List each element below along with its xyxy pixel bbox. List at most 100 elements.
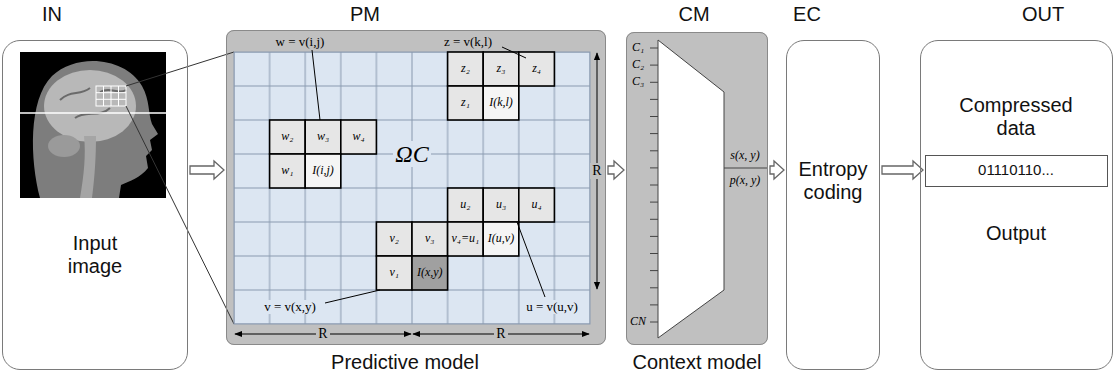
region-label: ΩC	[393, 141, 430, 167]
predictive-model-panel: PMPredictive model	[226, 30, 606, 345]
current-cell	[305, 154, 341, 188]
block-arrow	[770, 161, 784, 179]
cell-label: v₂	[389, 232, 399, 245]
panel-ground	[226, 30, 606, 345]
pixel-grid-line	[96, 99, 126, 100]
context-input-label: C₂	[632, 58, 644, 71]
context-model-panel: CMContext model	[626, 32, 768, 345]
neighbour-cell	[483, 188, 519, 222]
vector-label: u = v(u,v)	[524, 300, 580, 314]
pixel-grid	[234, 52, 590, 324]
neighbour-cell	[270, 154, 306, 188]
leader-line	[312, 50, 320, 120]
cell-label: w₂	[281, 130, 293, 143]
neighbour-cell	[448, 222, 484, 256]
neighbour-cell	[341, 120, 377, 154]
neighbour-cell	[270, 120, 306, 154]
cell-label: z₂	[461, 62, 470, 75]
slice-line	[20, 112, 166, 114]
dimension-label: R	[590, 163, 603, 178]
cell-label: w₁	[281, 164, 293, 177]
pixel-grid	[96, 86, 126, 106]
context-output-label: s(x, y)	[730, 149, 759, 162]
panel-caption: Predictive model	[295, 351, 515, 374]
panel-ground	[626, 32, 768, 345]
cell-label: u₂	[460, 198, 470, 211]
neighbour-cell	[412, 222, 448, 256]
cerebellum	[48, 135, 80, 157]
bitstream-text: 01110110...	[931, 161, 1101, 178]
block-arrow	[608, 161, 624, 179]
block-arrow	[882, 161, 923, 179]
dimension-label: R	[316, 326, 329, 341]
column-heading: OUT	[998, 3, 1088, 26]
cell-label: z₁	[461, 96, 470, 109]
cell-label: v₁	[389, 266, 399, 279]
neighbour-cells	[270, 52, 555, 290]
leader-line	[325, 290, 380, 303]
leader-line	[502, 47, 526, 58]
vector-label: w = v(i,j)	[276, 35, 325, 49]
cell-label: w₄	[353, 130, 365, 143]
panel-caption: Compressed data	[946, 94, 1086, 140]
vector-label: z = v(k,l)	[444, 35, 492, 49]
column-heading: IN	[12, 3, 92, 26]
cell-label: z₄	[532, 62, 541, 75]
leader-line	[517, 222, 545, 297]
vector-label: v = v(x,y)	[262, 300, 318, 314]
zoom-line	[126, 52, 234, 86]
entropy-coding-panel: ECEntropy coding	[786, 40, 880, 370]
target-cell	[412, 256, 448, 290]
neighbour-cell	[376, 256, 412, 290]
mri-image	[20, 52, 166, 198]
cell-label: u₃	[496, 198, 506, 211]
context-input-label: CN	[630, 315, 646, 328]
brain	[44, 70, 136, 142]
cell-label: z₃	[497, 62, 506, 75]
brainstem	[80, 136, 96, 198]
neighbour-cell	[305, 120, 341, 154]
dimension-label: R	[494, 326, 507, 341]
pixel-grid-line	[118, 86, 119, 106]
pixel-grid-outline	[96, 86, 126, 106]
block-arrow	[190, 161, 224, 179]
cell-label: I(u,v)	[488, 232, 514, 245]
neighbour-cell	[448, 188, 484, 222]
cell-label: v₃	[425, 232, 435, 245]
cell-label: I(k,l)	[489, 96, 513, 109]
neighbour-cell	[519, 188, 555, 222]
pixel-grid-line	[111, 86, 112, 106]
panel-caption: Entropy coding	[789, 158, 877, 204]
input-panel: INInput image	[2, 40, 188, 370]
current-cell	[483, 222, 519, 256]
multiplexer	[658, 40, 724, 338]
panel-caption: Context model	[607, 351, 787, 374]
output-line	[724, 168, 768, 169]
neighbour-cell	[448, 52, 484, 86]
cell-label: I(x,y)	[417, 266, 443, 279]
pixel-grid-line	[103, 86, 104, 106]
context-input-label: C₁	[632, 41, 644, 54]
column-heading: CM	[654, 3, 734, 26]
context-output-label: p(x, y)	[730, 174, 761, 187]
context-input-label: C₃	[632, 75, 644, 88]
output-panel: 01110110...OUTCompressed dataOutput	[920, 40, 1113, 370]
neighbour-cell	[376, 222, 412, 256]
column-heading: EC	[767, 3, 847, 26]
cell-label: u₄	[532, 198, 542, 211]
pixel-grid-line	[96, 92, 126, 93]
panel-caption: Output	[956, 222, 1076, 245]
cell-label: v₄=u₁	[452, 232, 480, 245]
column-heading: PM	[325, 3, 405, 26]
neighbour-cell	[483, 52, 519, 86]
cell-label: w₃	[317, 130, 329, 143]
current-cell	[483, 86, 519, 120]
neighbour-cell	[448, 86, 484, 120]
cell-label: I(i,j)	[312, 164, 334, 177]
panel-caption: Input image	[50, 232, 140, 278]
bitstream-box: 01110110...	[925, 155, 1108, 187]
